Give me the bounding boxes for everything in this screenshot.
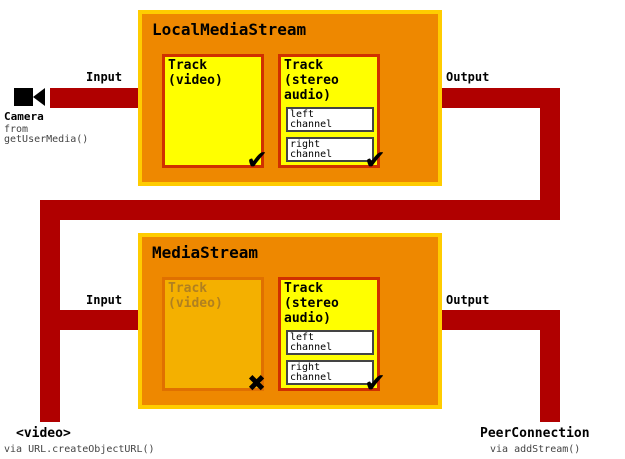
pipe-right-down	[540, 88, 560, 220]
pipe-peer-down	[540, 310, 560, 422]
camera-api-text: getUserMedia()	[4, 134, 89, 145]
camera-from-text: from	[4, 124, 29, 135]
bottom-video-track: Track (video)	[162, 277, 264, 391]
bottom-audio-track-label: Track (stereo audio)	[284, 281, 339, 326]
bottom-audio-check-icon: ✔	[366, 364, 385, 399]
top-video-track-label: Track (video)	[168, 58, 223, 88]
bottom-video-cross-icon: ✖	[248, 366, 267, 401]
bottom-output-label: Output	[446, 293, 490, 307]
pipe-top-output	[440, 88, 560, 108]
pipe-camera-to-top	[50, 88, 142, 108]
local-media-stream-title: LocalMediaStream	[152, 20, 307, 39]
local-media-stream-panel: LocalMediaStream Track (video) ✔ Track (…	[138, 10, 442, 186]
pipe-bottom-input	[40, 310, 142, 330]
pipe-cross-left	[40, 200, 560, 220]
top-video-track: Track (video)	[162, 54, 264, 168]
top-audio-track-label: Track (stereo audio)	[284, 58, 339, 103]
bottom-video-track-label: Track (video)	[168, 281, 223, 311]
bottom-audio-track: Track (stereo audio) left channel right …	[278, 277, 380, 391]
bottom-right-channel: right channel	[286, 360, 374, 385]
top-output-label: Output	[446, 70, 490, 84]
peer-connection-via: via addStream()	[490, 444, 581, 455]
pipe-bottom-output	[440, 310, 560, 330]
top-right-channel: right channel	[286, 137, 374, 162]
top-video-check-icon: ✔	[248, 141, 267, 176]
peer-connection-label: PeerConnection	[480, 426, 590, 441]
top-input-label: Input	[86, 70, 123, 84]
camera-label: Camera	[4, 110, 44, 123]
video-sink-via: via URL.createObjectURL()	[4, 444, 155, 455]
video-sink-label: <video>	[16, 426, 71, 441]
top-left-channel: left channel	[286, 107, 374, 132]
media-stream-title: MediaStream	[152, 243, 258, 262]
bottom-input-label: Input	[86, 293, 123, 307]
top-audio-check-icon: ✔	[366, 141, 385, 176]
media-stream-panel: MediaStream Track (video) ✖ Track (stere…	[138, 233, 442, 409]
bottom-left-channel: left channel	[286, 330, 374, 355]
top-audio-track: Track (stereo audio) left channel right …	[278, 54, 380, 168]
camera-icon	[14, 88, 45, 106]
